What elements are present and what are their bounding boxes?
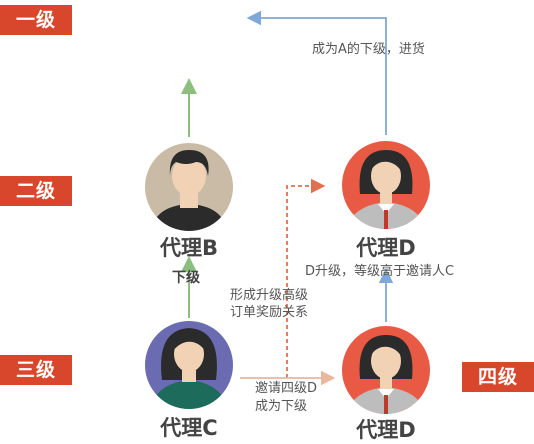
note-subordinate: 下级 (172, 270, 200, 286)
avatar-agent-c (145, 321, 233, 409)
agent-label-c: 代理C (160, 416, 218, 440)
agent-label-d-bottom: 代理D (356, 418, 416, 442)
level-badge-4: 四级 (462, 362, 534, 392)
agent-label-d-top: 代理D (356, 236, 416, 260)
avatar-agent-d-bottom (342, 326, 430, 414)
note-d-upgrade: D升级，等级高于邀请人C (305, 264, 455, 279)
note-form-upgrade-line1: 形成升级高级 (230, 288, 309, 303)
avatar-agent-b (145, 143, 233, 231)
level-badge-3: 三级 (0, 355, 72, 385)
note-become-subordinate-of-a: 成为A的下级，进货 (312, 42, 425, 57)
note-form-upgrade-line2: 订单奖励关系 (230, 305, 309, 320)
arrow-dashed-upgrade (286, 178, 326, 378)
note-invite-line1: 邀请四级D (255, 381, 318, 396)
agent-label-b: 代理B (159, 236, 218, 260)
level-badge-2: 二级 (0, 176, 72, 206)
level-badge-1: 一级 (0, 5, 72, 35)
note-invite-line2: 成为下级 (255, 399, 308, 414)
avatar-agent-d-top (342, 141, 430, 229)
arrow-d-to-a (246, 10, 387, 135)
